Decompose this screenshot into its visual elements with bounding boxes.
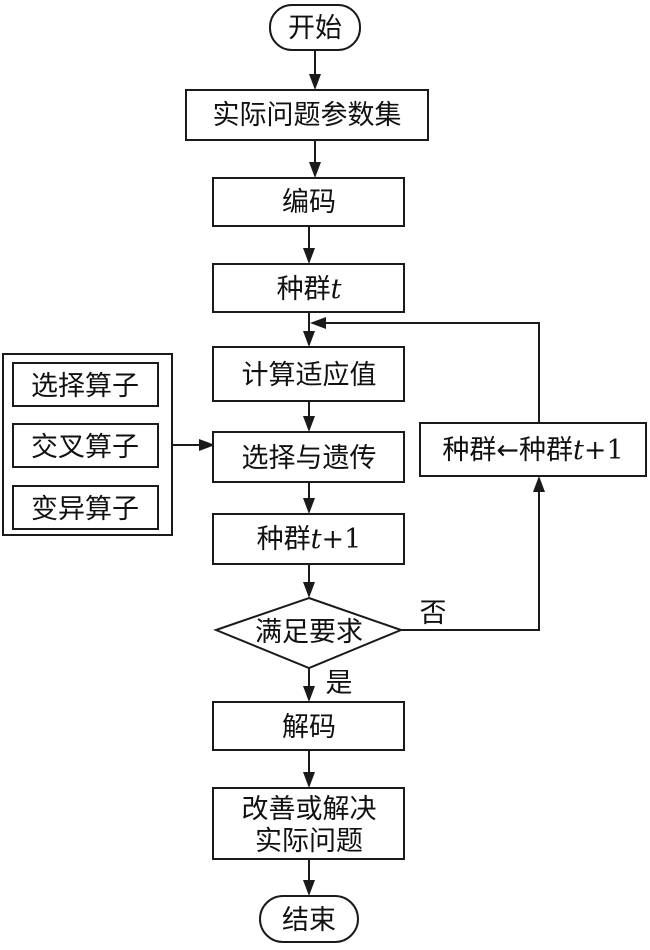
end-label: 结束 <box>282 905 336 936</box>
operator-box-mutation <box>12 485 159 530</box>
arrowhead-operators-to-select <box>199 439 215 451</box>
decode-box <box>212 701 405 751</box>
population-label: 种群 <box>277 274 331 305</box>
next-population-var: t <box>311 524 322 555</box>
population-text: 种群t <box>277 274 342 305</box>
arrowhead-to-decision <box>303 582 315 598</box>
arrowhead-to-encode <box>309 162 321 178</box>
params-box <box>185 89 429 141</box>
start-terminal <box>269 4 361 51</box>
arrowhead-to-nextpop <box>303 498 315 514</box>
decision-diamond <box>213 596 404 670</box>
arrowhead-to-update <box>533 476 545 492</box>
population-update-box <box>419 422 647 477</box>
connector-decision-no <box>401 490 540 631</box>
fitness-box <box>212 346 405 402</box>
next-population-label: 种群 <box>257 524 311 555</box>
edge-label-no: 否 <box>420 598 447 629</box>
next-population-text: 种群t+1 <box>257 524 362 555</box>
arrowhead-to-decode <box>303 686 315 702</box>
improve-label-line2: 实际问题 <box>255 826 363 857</box>
operator-label-selection: 选择算子 <box>31 371 139 402</box>
population-update-suffix: +1 <box>584 435 624 466</box>
encode-box <box>212 177 405 227</box>
select-inherit-box <box>212 431 405 483</box>
arrowhead-to-select <box>303 416 315 432</box>
decode-label: 解码 <box>282 712 336 743</box>
improve-label-line1: 改善或解决 <box>242 794 377 825</box>
population-update-text: 种群←种群t+1 <box>442 435 623 466</box>
fitness-label: 计算适应值 <box>242 360 377 391</box>
operator-label-mutation: 变异算子 <box>31 494 139 525</box>
edge-label-yes: 是 <box>326 668 353 699</box>
arrowhead-to-population <box>303 248 315 264</box>
encode-label: 编码 <box>282 187 336 218</box>
operator-label-crossover: 交叉算子 <box>31 432 139 463</box>
population-var: t <box>331 274 342 305</box>
population-update-var: t <box>573 435 584 466</box>
arrowhead-to-params <box>309 74 321 90</box>
operator-box-selection <box>12 362 159 407</box>
end-terminal <box>259 895 359 943</box>
next-population-suffix: +1 <box>322 524 362 555</box>
population-box <box>212 263 405 313</box>
arrowhead-to-end <box>303 880 315 896</box>
select-inherit-label: 选择与遗传 <box>242 443 377 474</box>
population-update-label: 种群←种群 <box>442 435 573 466</box>
start-label: 开始 <box>288 13 342 44</box>
operator-box-crossover <box>12 423 159 468</box>
decision-label: 满足要求 <box>255 617 363 648</box>
params-label: 实际问题参数集 <box>213 100 402 131</box>
next-population-box <box>212 513 405 565</box>
arrowhead-to-improve <box>303 772 315 788</box>
improve-box <box>212 787 405 860</box>
arrowhead-loop-to-fitness <box>310 317 326 329</box>
connector-update-loop <box>322 322 540 423</box>
arrowhead-to-fitness <box>303 331 315 347</box>
